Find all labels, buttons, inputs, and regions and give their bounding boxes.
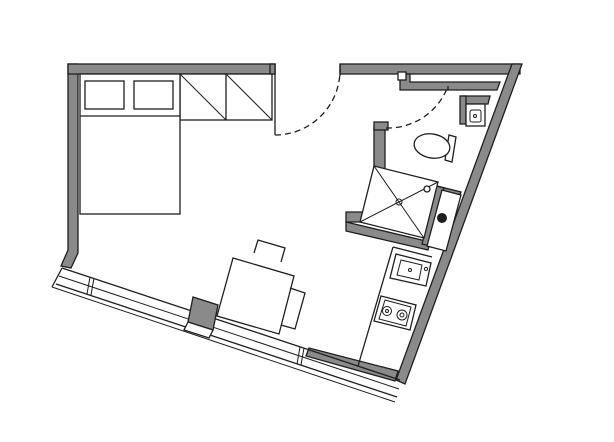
window-mullion-4 — [300, 347, 305, 366]
wardrobe — [179, 73, 273, 121]
wall-notch-left — [269, 63, 276, 75]
pillow-left — [84, 80, 125, 110]
kitchen-counter — [357, 246, 394, 367]
window-mullion-2 — [90, 277, 95, 296]
circular-fixture — [437, 213, 447, 223]
bathroom-bottom-wall — [345, 221, 431, 251]
service-shaft — [426, 189, 462, 252]
column-base — [183, 321, 214, 339]
kitchen-sink-bowl — [396, 259, 423, 281]
wardrobe-diag-2 — [225, 73, 273, 121]
door-swing-arc — [274, 69, 341, 136]
pillow-right — [133, 80, 174, 110]
dining-set — [216, 239, 306, 335]
window-line-inner — [61, 267, 401, 381]
hob-inner — [378, 299, 412, 327]
window-line-outer — [55, 283, 398, 398]
wardrobe-diag-1 — [179, 73, 227, 121]
top-wall-right — [339, 63, 521, 75]
window-line-middle — [58, 275, 400, 390]
kitchen-sink-drain — [408, 268, 412, 272]
left-wall — [60, 63, 79, 269]
vent-mark — [397, 71, 407, 81]
entry-door — [274, 64, 341, 136]
bathroom-door-arc — [385, 85, 449, 129]
shower — [359, 165, 439, 239]
burner-left — [382, 306, 392, 316]
burner-left-inner — [385, 309, 389, 313]
double-bed — [79, 73, 181, 215]
kitchen-counter-top — [392, 246, 433, 258]
chair-right — [280, 287, 306, 330]
washbasin — [465, 103, 486, 127]
toilet — [413, 133, 457, 163]
shower-drain — [395, 198, 403, 206]
burner-right-inner — [399, 312, 405, 318]
window-line-sill — [51, 286, 396, 403]
right-diagonal-wall — [395, 63, 523, 385]
burner-right — [396, 309, 408, 321]
bathroom-top-wall — [399, 73, 501, 91]
kitchenette — [357, 246, 433, 367]
window-mullion-1 — [86, 276, 91, 295]
chair-top — [253, 239, 286, 263]
toilet-bowl — [413, 133, 451, 159]
hob — [373, 295, 417, 331]
shower-head — [423, 185, 431, 193]
top-wall-left — [67, 63, 276, 75]
kitchen-sink-tap — [423, 266, 429, 272]
window-end-left — [51, 267, 63, 288]
washbasin-drain — [473, 114, 477, 118]
window-mullion-3 — [296, 346, 301, 365]
washbasin-niche-side — [459, 95, 467, 125]
dining-table — [216, 257, 295, 335]
window-wall — [51, 267, 401, 403]
bathroom-door-jamb — [373, 121, 389, 131]
washbasin-bowl — [469, 109, 482, 123]
